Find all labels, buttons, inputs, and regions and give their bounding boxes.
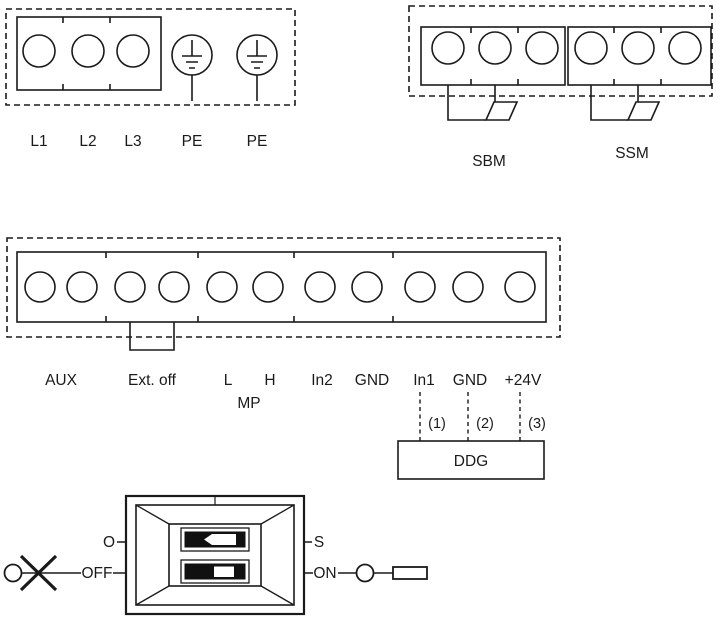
label-pin-2: (2): [476, 416, 494, 432]
label-pe-2: PE: [247, 133, 268, 150]
key-handle-icon: [392, 566, 428, 580]
label-plus24v: +24V: [505, 372, 542, 389]
relay-labels: SBM SSM: [472, 145, 649, 170]
label-ddg: DDG: [454, 453, 488, 470]
label-l1: L1: [30, 133, 47, 150]
dip-slot-2: [180, 559, 250, 584]
sensor-leads: [419, 392, 521, 441]
terminal-circle-aux1: [24, 271, 56, 303]
dip-switch-1-indicator: [204, 534, 236, 545]
terminal-circle: [525, 31, 559, 65]
ssm-contact-blade: [626, 101, 661, 121]
terminal-dividers: [470, 27, 662, 85]
control-block-dashed-border: [6, 237, 561, 338]
sbm-relay-contact: [447, 85, 519, 121]
relay-terminal-block: [408, 5, 713, 121]
dip-switch-2-indicator: [214, 566, 234, 577]
terminal-circle-gnd2: [452, 271, 484, 303]
terminal-dividers: [62, 17, 111, 90]
dip-housing-outer: [124, 494, 306, 616]
dip-slot-2-frame: [180, 559, 250, 584]
off-icon-circle: [3, 563, 23, 583]
earth-symbol-2: [247, 40, 267, 101]
terminal-circle-l1: [22, 34, 56, 68]
label-s: S: [314, 534, 324, 551]
dip-slot-1: [180, 527, 250, 552]
label-on: ON: [313, 565, 336, 582]
label-l3: L3: [124, 133, 141, 150]
relay-block-dashed-border: [408, 5, 713, 97]
label-ext-off: Ext. off: [128, 372, 177, 389]
dip-housing-inner: [135, 504, 295, 606]
pe-terminal-1: [171, 34, 213, 101]
ssm-wires: [590, 85, 639, 121]
sbm-wires: [447, 85, 496, 121]
terminal-dividers: [105, 252, 394, 322]
sbm-contact-blade: [484, 101, 519, 121]
power-block-dashed-border: [5, 8, 296, 106]
label-sbm: SBM: [472, 153, 506, 170]
terminal-circle: [431, 31, 465, 65]
label-gnd-1: GND: [355, 372, 389, 389]
cross-out-icon: [19, 554, 58, 592]
dip-front-face: [168, 523, 262, 587]
label-off: OFF: [82, 565, 113, 582]
terminal-circle: [574, 31, 608, 65]
dip-switch-module: [3, 494, 428, 616]
dip-switch-labels: O S OFF ON: [82, 534, 337, 582]
dip-slot-1-frame: [180, 527, 250, 552]
label-gnd-2: GND: [453, 372, 487, 389]
ddg-box: [397, 440, 545, 480]
terminal-circle-l3: [116, 34, 150, 68]
control-terminal-labels: AUX Ext. off L H In2 GND In1 GND +24V MP: [45, 372, 542, 412]
terminal-circle: [478, 31, 512, 65]
terminal-circle-l2: [71, 34, 105, 68]
pe-terminal-2: [236, 34, 278, 101]
label-in2: In2: [311, 372, 333, 389]
label-pe-1: PE: [182, 133, 203, 150]
terminal-circle-gnd1: [351, 271, 383, 303]
control-terminal-strip: [16, 251, 547, 323]
terminal-circle-extoff2: [158, 271, 190, 303]
label-pin-1: (1): [428, 416, 446, 432]
label-l: L: [224, 372, 233, 389]
on-indicator-icon: [355, 563, 428, 583]
off-indicator-icon: [3, 554, 81, 592]
label-aux: AUX: [45, 372, 78, 389]
earth-symbol-1: [182, 40, 202, 101]
label-l2: L2: [79, 133, 96, 150]
power-terminal-labels: L1 L2 L3 PE PE: [30, 133, 267, 150]
label-o: O: [103, 534, 115, 551]
dip-leader-lines: [113, 541, 393, 574]
control-terminal-block: [6, 237, 561, 351]
label-in1: In1: [413, 372, 435, 389]
terminal-circle: [621, 31, 655, 65]
label-h: H: [264, 372, 275, 389]
label-mp: MP: [237, 395, 260, 412]
ssm-relay-contact: [590, 85, 661, 121]
label-pin-3: (3): [528, 416, 546, 432]
terminal-circle-extoff1: [114, 271, 146, 303]
ext-off-jumper-bracket: [129, 322, 175, 351]
terminal-circle-24v: [504, 271, 536, 303]
terminal-circle-aux2: [66, 271, 98, 303]
label-ssm: SSM: [615, 145, 649, 162]
terminal-circle-in1: [404, 271, 436, 303]
terminal-circle-mp-l: [206, 271, 238, 303]
sbm-terminal-strip: [420, 26, 566, 86]
on-icon-circle: [355, 563, 375, 583]
ssm-terminal-strip: [567, 26, 712, 86]
dip-perspective-edges: [135, 504, 295, 606]
sensor-pin-labels: (1) (2) (3): [428, 416, 546, 432]
terminal-circle-mp-h: [252, 271, 284, 303]
terminal-circle-in2: [304, 271, 336, 303]
power-terminal-block: [5, 8, 296, 106]
terminal-circle: [668, 31, 702, 65]
power-terminal-strip: [16, 16, 162, 91]
